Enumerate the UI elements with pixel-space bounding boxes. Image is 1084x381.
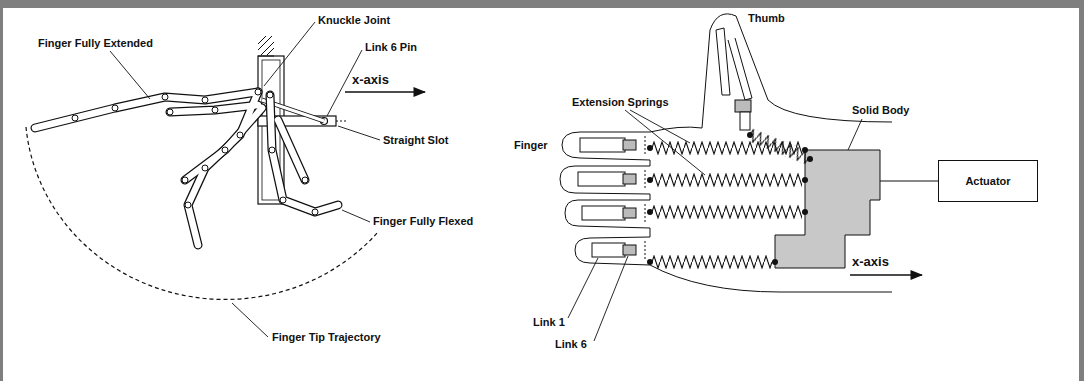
actuator-box: Actuator	[938, 160, 1038, 202]
part-label: Finger	[514, 139, 548, 152]
axis-label: x-axis	[852, 254, 889, 269]
state-label: Finger Fully Flexed	[373, 215, 473, 228]
axis-label: x-axis	[352, 72, 389, 87]
part-label: Link 1	[533, 316, 565, 329]
part-label: Straight Slot	[383, 134, 448, 147]
state-label: Finger Fully Extended	[38, 37, 153, 50]
part-label: Link 6 Pin	[365, 41, 417, 54]
box-text: Actuator	[965, 175, 1010, 187]
part-label: Solid Body	[852, 104, 909, 117]
part-label: Thumb	[748, 12, 785, 25]
part-label: Link 6	[555, 338, 587, 351]
path-label: Finger Tip Trajectory	[272, 331, 381, 344]
part-label: Knuckle Joint	[318, 14, 390, 27]
part-label: Extension Springs	[572, 96, 669, 109]
